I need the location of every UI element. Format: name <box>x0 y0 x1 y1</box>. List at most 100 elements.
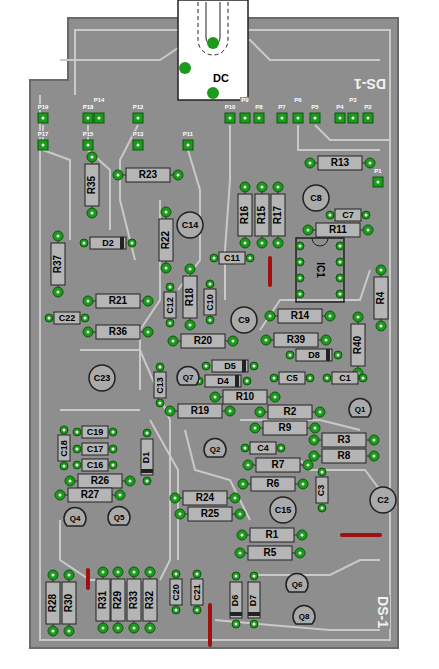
drill-hole <box>229 410 232 413</box>
diode-body <box>205 375 241 387</box>
part-label: D7 <box>249 593 258 607</box>
solder-pad <box>129 567 139 577</box>
diode-band <box>141 469 153 473</box>
connector-pad <box>348 113 358 123</box>
resistor-body <box>322 433 366 447</box>
board-label: P1 <box>373 168 382 174</box>
solder-pad <box>55 490 65 500</box>
drill-hole <box>169 286 172 289</box>
drill-hole <box>174 497 177 500</box>
solder-pad <box>48 570 58 580</box>
drill-hole <box>147 300 150 303</box>
drill-hole <box>137 144 140 147</box>
drill-hole <box>91 212 94 215</box>
part-label: C23 <box>93 374 112 383</box>
solder-pad <box>109 461 117 469</box>
drill-hole <box>258 117 261 120</box>
drill-hole <box>196 609 199 612</box>
capacitor-symbol <box>231 307 257 333</box>
part-label: R29 <box>113 590 123 610</box>
copper-traces <box>40 30 390 640</box>
capacitor-body <box>164 292 176 318</box>
part-label: R3 <box>337 435 352 445</box>
transistor-label: Q7 <box>182 374 195 382</box>
solder-pad <box>261 335 271 345</box>
drill-hole <box>63 465 66 468</box>
drill-hole <box>169 322 172 325</box>
solder-pad <box>113 170 123 180</box>
solder-pad <box>298 479 308 489</box>
solder-pad <box>168 336 178 346</box>
solder-pad <box>210 254 218 262</box>
resistor-body <box>263 421 307 435</box>
drill-hole <box>68 574 71 577</box>
drill-hole <box>309 162 312 165</box>
solder-pad <box>60 462 68 470</box>
board-label: P2 <box>363 104 372 110</box>
resistor-body <box>159 219 173 261</box>
transistor-symbol <box>349 398 371 417</box>
part-label: D4 <box>216 377 230 386</box>
solder-pad <box>109 445 117 453</box>
drill-hole <box>239 552 242 555</box>
drill-hole <box>380 269 383 272</box>
part-label: C1 <box>338 374 352 383</box>
drill-hole <box>213 257 216 260</box>
solder-pad <box>228 336 238 346</box>
drill-hole <box>244 117 247 120</box>
solder-pad <box>143 296 153 306</box>
drill-hole <box>52 574 55 577</box>
drill-hole <box>280 447 283 450</box>
part-label: R2 <box>283 407 298 417</box>
drill-hole <box>373 455 376 458</box>
solder-pad <box>48 626 58 636</box>
drill-hole <box>98 117 101 120</box>
solder-pad <box>306 374 314 382</box>
drill-hole <box>299 277 302 280</box>
resistor-body <box>322 449 366 463</box>
drill-hole <box>313 439 316 442</box>
drill-hole <box>242 483 245 486</box>
part-label: R23 <box>138 170 158 180</box>
resistor-body <box>256 458 300 472</box>
board-label: P5 <box>310 104 319 110</box>
drill-hole <box>339 117 342 120</box>
solder-pad <box>334 351 342 359</box>
solder-pad <box>87 208 97 218</box>
part-label: R31 <box>98 590 108 610</box>
solder-pad <box>303 460 313 470</box>
drill-hole <box>131 242 134 245</box>
drill-hole <box>87 144 90 147</box>
drill-hole <box>76 431 79 434</box>
resistor-body <box>85 164 99 206</box>
connector-pad <box>183 140 193 150</box>
part-label: C8 <box>309 194 323 203</box>
solder-pad <box>237 530 247 540</box>
drill-hole <box>326 377 329 380</box>
part-label: R14 <box>290 311 310 321</box>
connector-pad <box>38 140 48 150</box>
part-label: C15 <box>274 506 293 515</box>
diode-band <box>326 349 330 361</box>
solder-pad <box>161 263 171 273</box>
solder-pad <box>235 548 245 558</box>
drill-hole <box>234 497 237 500</box>
part-label: C9 <box>237 316 251 325</box>
drill-hole <box>265 339 268 342</box>
drill-hole <box>321 507 324 510</box>
drill-hole <box>253 365 256 368</box>
solder-pad <box>336 290 344 298</box>
drill-hole <box>137 117 140 120</box>
drill-hole <box>87 331 90 334</box>
drill-hole <box>175 573 178 576</box>
drill-hole <box>133 627 136 630</box>
drill-hole <box>259 411 262 414</box>
part-label: R37 <box>53 254 63 274</box>
solder-pad <box>113 623 123 633</box>
solder-pad <box>210 392 220 402</box>
drill-hole <box>339 245 342 248</box>
resistor-body <box>374 277 388 319</box>
resistor-body <box>78 474 122 488</box>
part-label: C4 <box>256 444 270 453</box>
drill-hole <box>189 324 192 327</box>
